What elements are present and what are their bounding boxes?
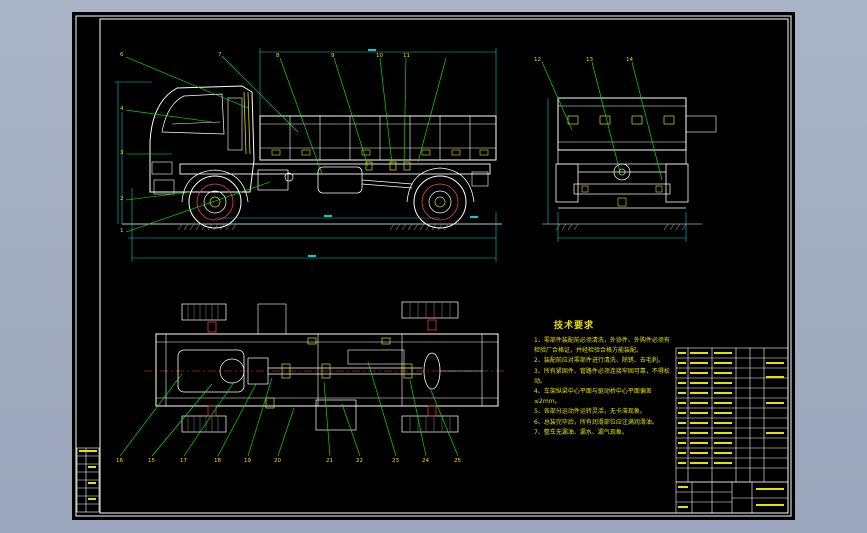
plan-view [119,301,506,457]
title-block [675,481,789,514]
outer-border [75,15,792,517]
drawing-sheet: 6 7 8 9 10 11 4 3 2 1 12 13 14 16 15 17 … [72,12,795,520]
rear-view [541,61,717,242]
tech-requirement-item: 4、车架纵梁中心平面与驱动桥中心平面偏差≤2mm。 [534,388,652,406]
inner-border [99,18,789,514]
left-stamp-table [76,447,100,513]
parts-list-text [678,352,784,464]
tech-requirement-item: 2、装配前应对零部件进行清洗、除锈、去毛刺。 [534,357,664,365]
cad-drawing [75,15,792,517]
tech-requirement-item: 7、整车无漏油、漏水、漏气现象。 [534,428,628,436]
tech-requirement-item: 5、各部分运动件运转灵活，无卡滞现象。 [534,408,646,416]
tech-requirements-title: 技术要求 [554,321,595,331]
tech-requirements-list: 1、零部件装配前必须清洗，外协件、外购件必须有检验厂合格证，并经检验合格方能装配… [534,336,674,438]
tech-requirement-item: 6、总装完毕后，所有润滑部位应注满润滑油。 [534,418,658,426]
parts-list [675,347,789,483]
tech-requirement-item: 1、零部件装配前必须清洗，外协件、外购件必须有检验厂合格证，并经检验合格方能装配… [534,337,670,355]
side-view [114,48,502,262]
tech-requirement-item: 3、所有紧固件、管路件必须连接牢固可靠，不得松动。 [534,367,670,385]
